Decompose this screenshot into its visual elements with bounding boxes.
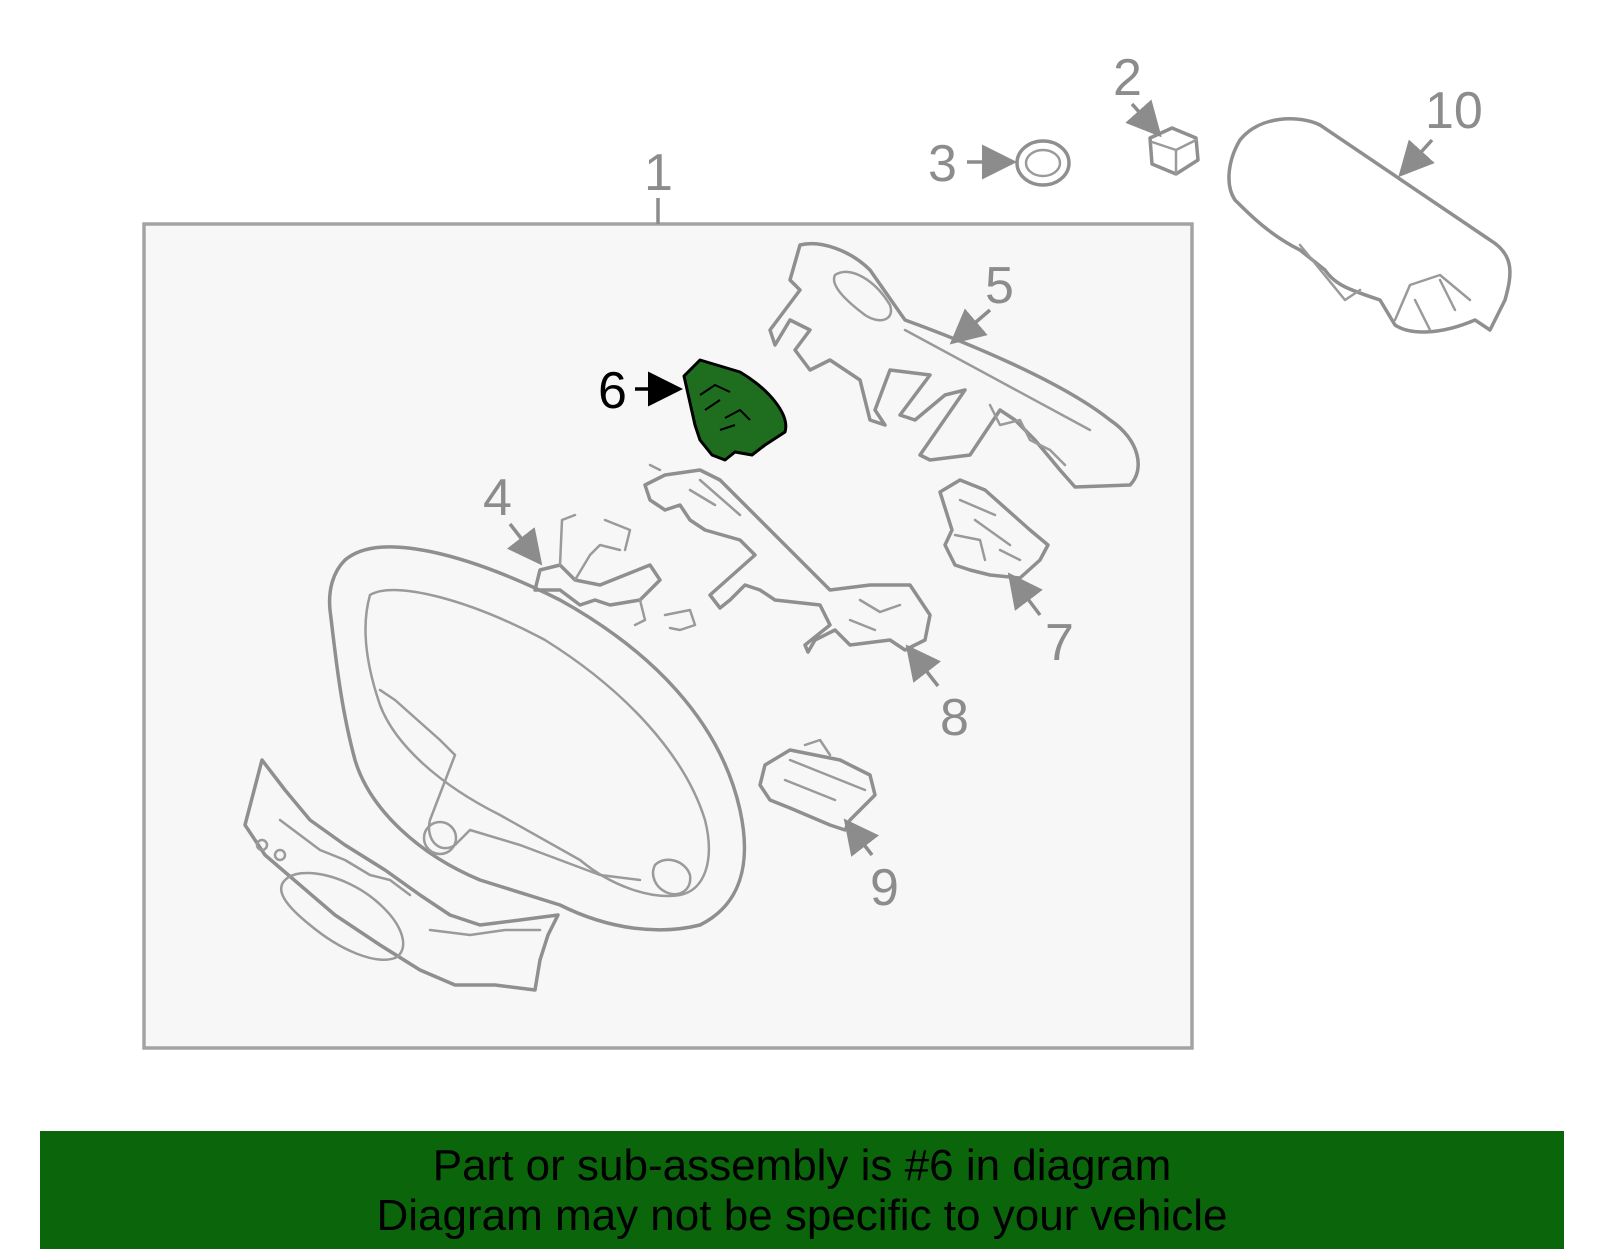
part-4-wiring-harness[interactable] bbox=[533, 513, 697, 632]
part-8-switch-bracket[interactable] bbox=[643, 463, 932, 654]
callout-10: 10 bbox=[1425, 82, 1483, 140]
banner-line-2: Diagram may not be specific to your vehi… bbox=[376, 1191, 1228, 1240]
part-10-airbag-module[interactable] bbox=[1227, 117, 1512, 334]
callout-7: 7 bbox=[1045, 614, 1074, 672]
lower-trim-cover[interactable] bbox=[243, 758, 560, 992]
part-6-switch-highlighted[interactable] bbox=[682, 358, 788, 462]
callout-9-leader bbox=[843, 818, 879, 857]
part-3-ring[interactable] bbox=[1015, 139, 1071, 187]
assembly-frame bbox=[142, 222, 1194, 1050]
callout-2-leader bbox=[1125, 99, 1162, 138]
callout-4: 4 bbox=[483, 469, 512, 527]
callout-8-leader bbox=[905, 644, 942, 688]
info-banner: Part or sub-assembly is #6 in diagram Di… bbox=[40, 1131, 1564, 1249]
callout-5: 5 bbox=[985, 257, 1014, 315]
callout-9: 9 bbox=[870, 859, 899, 917]
callout-3: 3 bbox=[928, 135, 957, 193]
callout-8: 8 bbox=[940, 689, 969, 747]
callout-6: 6 bbox=[598, 362, 627, 420]
callout-7-leader bbox=[1007, 572, 1043, 617]
callout-2: 2 bbox=[1113, 49, 1142, 107]
steering-wheel[interactable] bbox=[327, 545, 747, 932]
callout-1: 1 bbox=[644, 144, 673, 202]
callout-5-leader bbox=[949, 308, 992, 345]
part-2-nut[interactable] bbox=[1148, 126, 1200, 176]
callout-4-leader bbox=[506, 522, 543, 566]
callout-10-leader bbox=[1398, 138, 1435, 178]
part-5-switch-bezel[interactable] bbox=[768, 242, 1140, 489]
banner-line-1: Part or sub-assembly is #6 in diagram bbox=[432, 1141, 1172, 1190]
